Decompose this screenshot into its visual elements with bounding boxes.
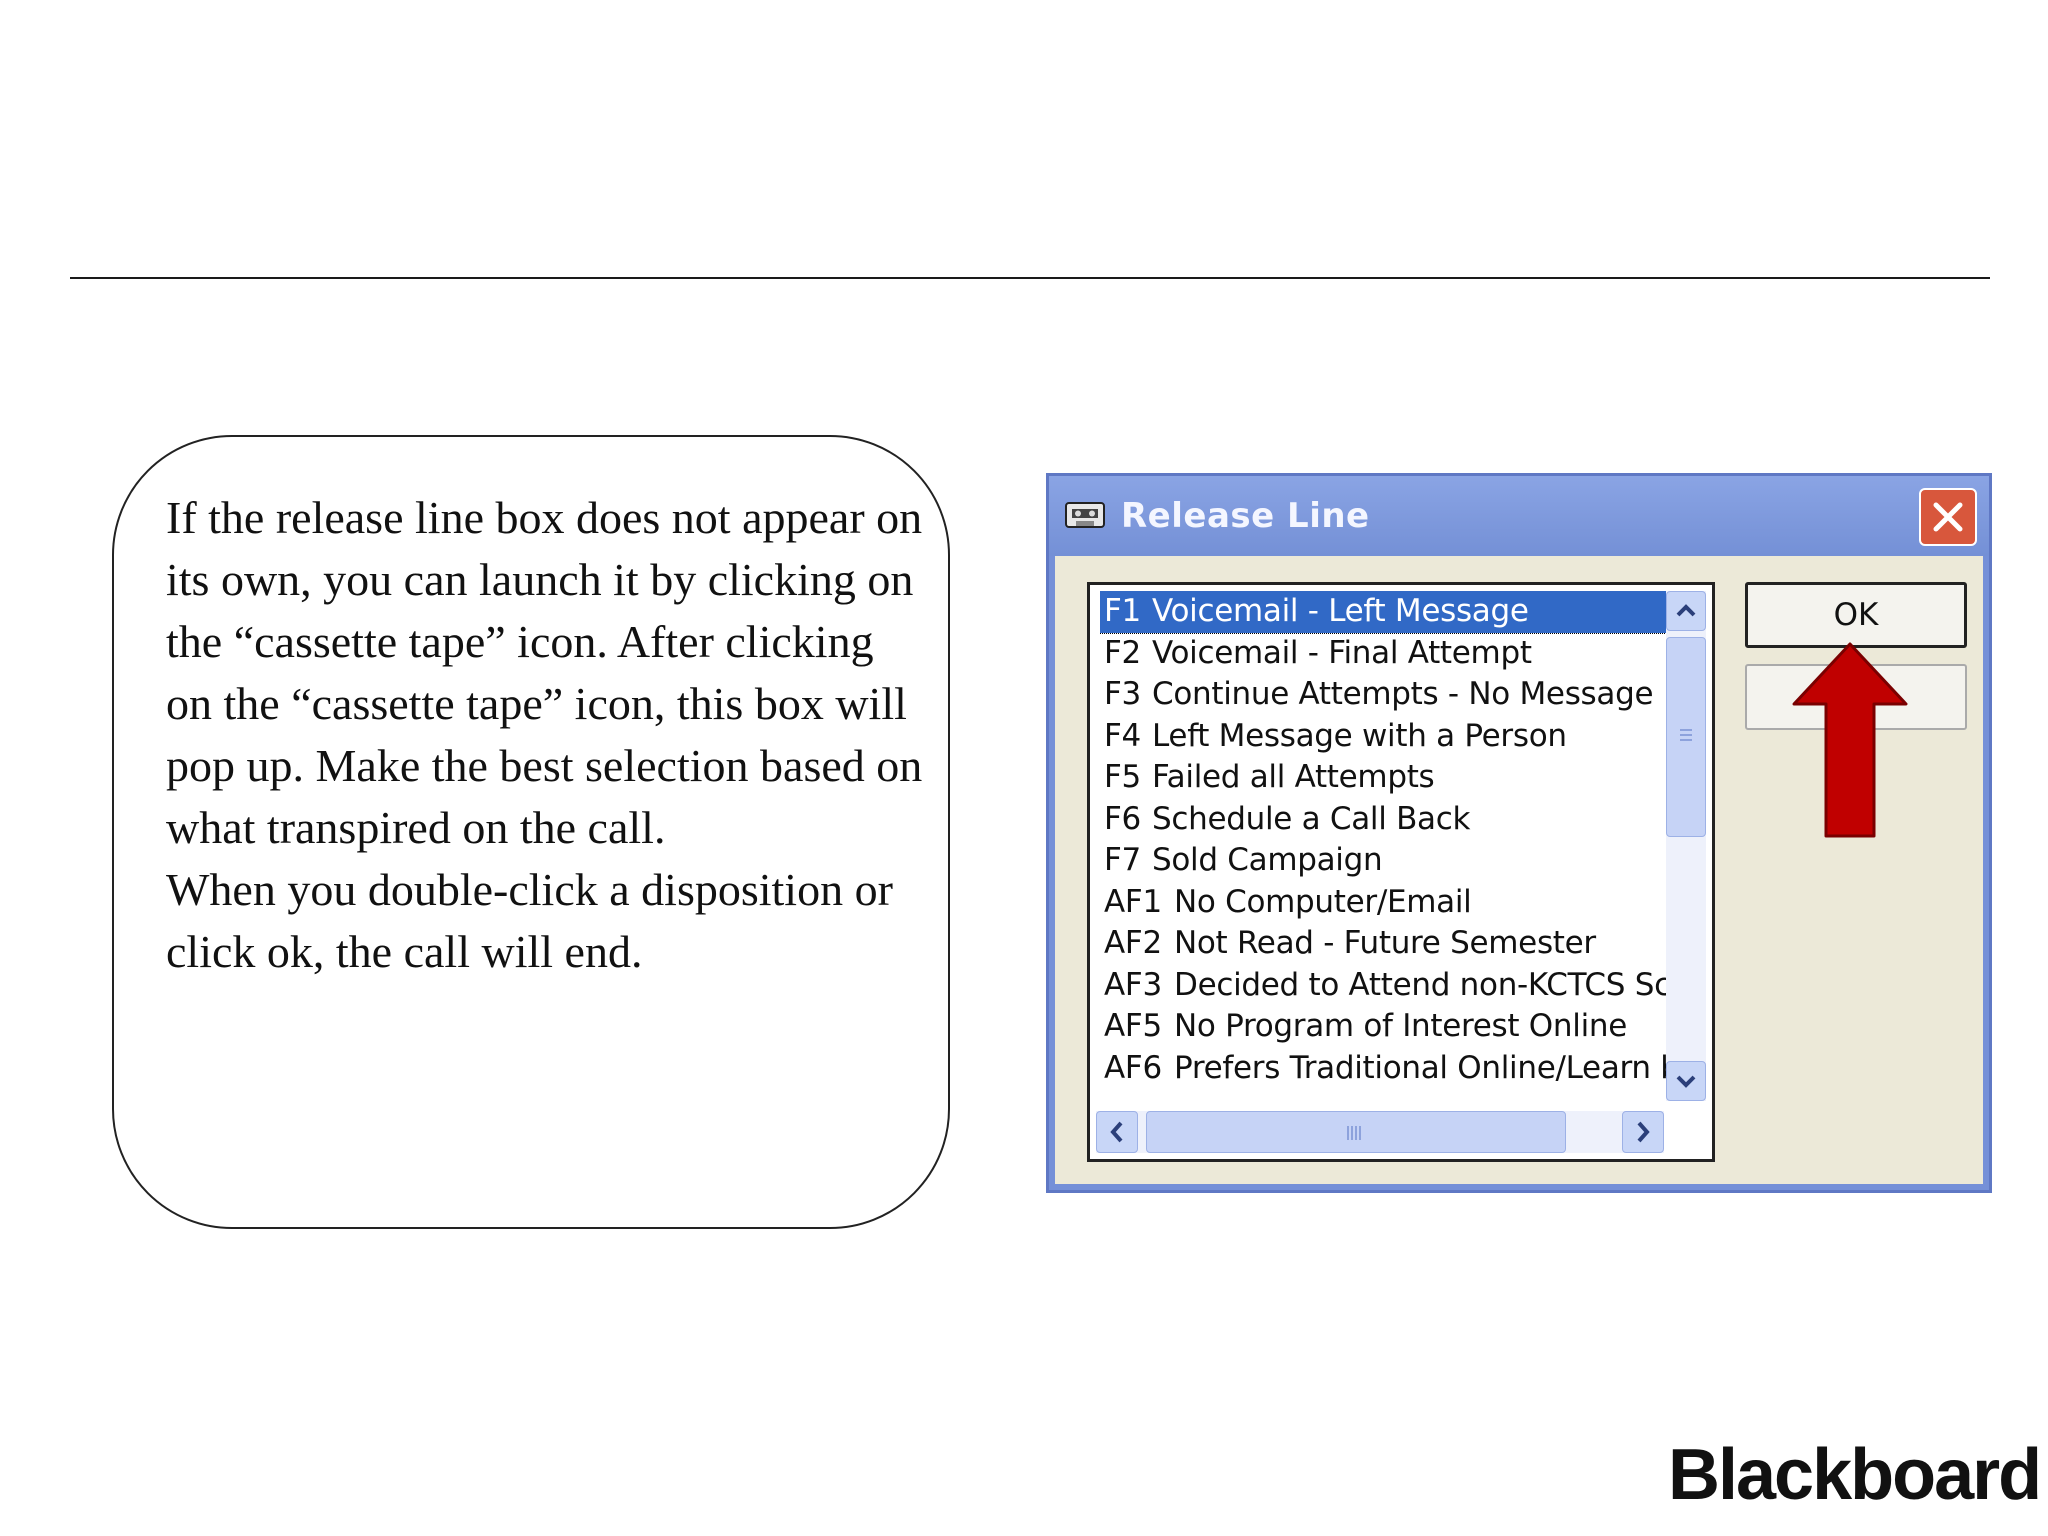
dialog-titlebar[interactable]: Release Line — [1049, 476, 1989, 556]
close-icon — [1933, 502, 1963, 532]
list-item[interactable]: F6 Schedule a Call Back — [1100, 799, 1666, 841]
list-item-label: Voicemail - Left Message — [1152, 593, 1529, 629]
list-item[interactable]: F5 Failed all Attempts — [1100, 757, 1666, 799]
list-item-code: F6 — [1104, 800, 1141, 837]
red-up-arrow-icon — [1792, 642, 1908, 838]
instruction-callout: If the release line box does not appear … — [112, 435, 950, 1229]
vertical-scroll-thumb[interactable] — [1666, 637, 1706, 837]
list-item-label: No Program of Interest Online — [1174, 1008, 1628, 1044]
list-item[interactable]: F3 Continue Attempts - No Message — [1100, 674, 1666, 716]
scroll-left-button[interactable] — [1096, 1111, 1138, 1153]
list-item-label: Continue Attempts - No Message — [1152, 676, 1654, 712]
list-item[interactable]: AF6 Prefers Traditional Online/Learn by — [1100, 1048, 1666, 1090]
chevron-right-icon — [1637, 1121, 1650, 1143]
list-item-label: Left Message with a Person — [1152, 717, 1567, 754]
list-item-code: F2 — [1104, 634, 1141, 671]
horizontal-scroll-thumb[interactable] — [1146, 1111, 1566, 1153]
horizontal-scrollbar[interactable] — [1096, 1111, 1664, 1153]
list-item-code: AF3 — [1104, 966, 1162, 1003]
list-item[interactable]: F7 Sold Campaign — [1100, 840, 1666, 882]
list-item-label: Decided to Attend non-KCTCS Sc — [1174, 966, 1666, 1003]
list-item-label: Sold Campaign — [1152, 842, 1383, 878]
blackboard-logo: Blackboard — [1668, 1435, 2042, 1515]
close-button[interactable] — [1919, 488, 1977, 546]
list-item-code: F1 — [1104, 593, 1141, 629]
list-item-code: F7 — [1104, 842, 1141, 878]
chevron-left-icon — [1110, 1121, 1123, 1143]
chevron-up-icon — [1676, 604, 1696, 617]
list-item[interactable]: AF1 No Computer/Email — [1100, 882, 1666, 924]
list-item-code: AF6 — [1104, 1049, 1162, 1086]
list-item-code: AF5 — [1104, 1008, 1162, 1044]
list-item-label: Failed all Attempts — [1152, 759, 1435, 795]
list-item[interactable]: AF3 Decided to Attend non-KCTCS Sc — [1100, 965, 1666, 1007]
instruction-paragraph: If the release line box does not appear … — [166, 492, 923, 853]
vertical-scrollbar[interactable] — [1666, 591, 1706, 1101]
grip-icon — [1680, 729, 1692, 741]
instruction-text: If the release line box does not appear … — [166, 487, 926, 983]
grip-icon — [1347, 1126, 1361, 1140]
list-item[interactable]: F2 Voicemail - Final Attempt — [1100, 633, 1666, 675]
list-item[interactable]: F1 Voicemail - Left Message — [1100, 591, 1666, 634]
instruction-paragraph-2: When you double-click a disposition or c… — [166, 864, 893, 977]
list-item[interactable]: F4 Left Message with a Person — [1100, 716, 1666, 758]
scroll-up-button[interactable] — [1666, 591, 1706, 631]
scroll-down-button[interactable] — [1666, 1061, 1706, 1101]
list-item-code: AF1 — [1104, 883, 1162, 920]
list-item-label: No Computer/Email — [1174, 883, 1472, 920]
scroll-right-button[interactable] — [1622, 1111, 1664, 1153]
title-divider — [70, 277, 1990, 279]
ok-button[interactable]: OK — [1745, 582, 1967, 648]
dialog-title: Release Line — [1121, 496, 1370, 536]
list-item-label: Not Read - Future Semester — [1174, 925, 1596, 961]
list-item[interactable]: AF5 No Program of Interest Online — [1100, 1006, 1666, 1048]
list-item-code: F4 — [1104, 717, 1141, 754]
list-item-label: Voicemail - Final Attempt — [1152, 634, 1532, 671]
list-item-code: F3 — [1104, 676, 1141, 712]
list-item-code: F5 — [1104, 759, 1141, 795]
list-item-label: Prefers Traditional Online/Learn by — [1174, 1049, 1666, 1086]
cassette-tape-icon — [1065, 502, 1105, 528]
list-item-label: Schedule a Call Back — [1152, 800, 1471, 837]
chevron-down-icon — [1676, 1075, 1696, 1088]
list-item-code: AF2 — [1104, 925, 1162, 961]
list-item[interactable]: AF2 Not Read - Future Semester — [1100, 923, 1666, 965]
